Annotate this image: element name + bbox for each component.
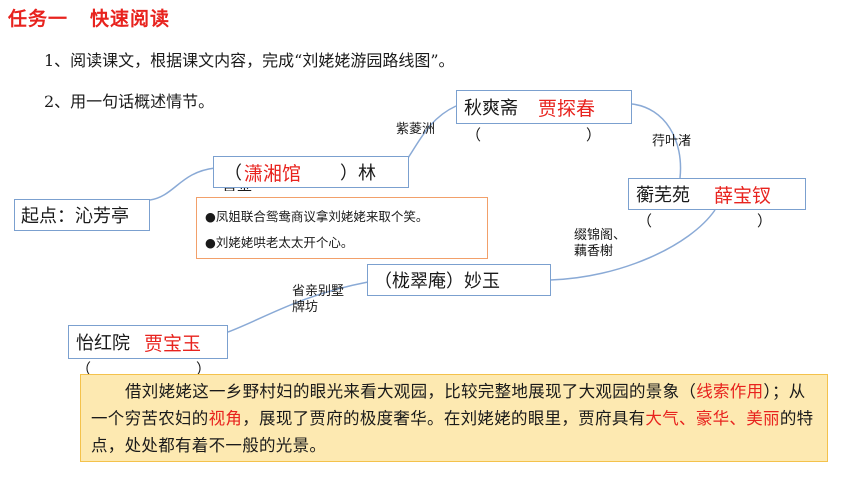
hengwu-place: 蘅芜苑 (636, 185, 690, 206)
instruction-2: 2、用一句话概述情节。 (44, 92, 215, 111)
task-title: 任务一快速阅读 (8, 4, 170, 31)
summary-text-2: ）；从一个穷苦农妇的 (91, 382, 806, 428)
yihong-place: 怡红院 (76, 333, 130, 354)
summary-highlight-clue: 线索作用 (696, 382, 764, 401)
node-start: 起点：沁芳亭 (14, 199, 150, 231)
summary-highlight-view: 视角 (208, 409, 243, 428)
path-xingyezhu: 荇叶渚 (652, 134, 692, 149)
line-start-xiaoxiang (149, 167, 216, 201)
summary-highlight-traits: 大气、豪华、美丽 (645, 409, 780, 428)
plot-box: ●凤姐联合鸳鸯商议拿刘姥姥来取个笑。 ●刘姥姥哄老太太开个心。 (196, 197, 488, 259)
summary-text-4: 的特点，处处都有着不一般的光景。 (91, 409, 814, 455)
plot-point-1: ●凤姐联合鸳鸯商议拿刘姥姥来取个笑。 (205, 209, 429, 224)
node-xiaoxiang: （ 潇湘馆 ）林 (213, 156, 409, 188)
qiushuang-answer: 贾探春 (538, 97, 596, 120)
hengwu-answer: 薛宝钗 (714, 184, 772, 207)
line-hengwu-longcui (549, 209, 716, 281)
plot-point-2: ●刘姥姥哄老太太开个心。 (205, 235, 354, 250)
qiushuang-blank: （ ） (466, 126, 602, 144)
start-label: 起点：沁芳亭 (21, 206, 129, 227)
line-qiushuang-hengwu (631, 103, 682, 179)
path-shengqin-line1: 省亲别墅 (292, 284, 345, 299)
node-hengwu: 蘅芜苑 薛宝钗 (628, 178, 806, 210)
xiaoxiang-open: （ (224, 163, 242, 184)
yihong-answer: 贾宝玉 (144, 332, 202, 355)
task-name: 快速阅读 (90, 8, 171, 30)
longcui-label: （栊翠庵）妙玉 (374, 271, 500, 292)
summary-box: 借刘姥姥这一乡野村妇的眼光来看大观园，比较完整地展现了大观园的景象（线索作用）；… (80, 374, 828, 462)
summary-text-1: 借刘姥姥这一乡野村妇的眼光来看大观园，比较完整地展现了大观园的景象（ (125, 382, 697, 401)
xiaoxiang-close: ）林 (340, 163, 376, 184)
node-yihong: 怡红院 贾宝玉 (68, 325, 228, 359)
node-qiushuang: 秋爽斋 贾探春 (456, 90, 632, 124)
path-shengqin-line2: 牌坊 (292, 300, 319, 315)
path-zhuijin-line2: 藕香榭 (574, 244, 614, 259)
path-shengqin: 省亲别墅 牌坊 (292, 284, 344, 316)
path-zilingzhou: 紫菱洲 (396, 122, 436, 137)
path-zhuijin-line1: 缀锦阁、 (574, 228, 627, 243)
xiaoxiang-answer: 潇湘馆 (244, 162, 302, 185)
task-number: 任务一 (8, 8, 69, 30)
line-longcui-yihong (227, 281, 369, 333)
hengwu-blank: （ ） (637, 212, 773, 230)
qiushuang-place: 秋爽斋 (464, 98, 518, 119)
line-xiaoxiang-qiushuang (407, 105, 457, 159)
path-zhuijin: 缀锦阁、 藕香榭 (574, 228, 626, 260)
yihong-blank: （ ） (76, 360, 212, 378)
instruction-1: 1、阅读课文，根据课文内容，完成“刘姥姥游园路线图”。 (44, 51, 455, 70)
summary-text-3: ，展现了贾府的极度奢华。在刘姥姥的眼里，贾府具有 (242, 409, 646, 428)
node-longcui: （栊翠庵）妙玉 (367, 264, 551, 296)
